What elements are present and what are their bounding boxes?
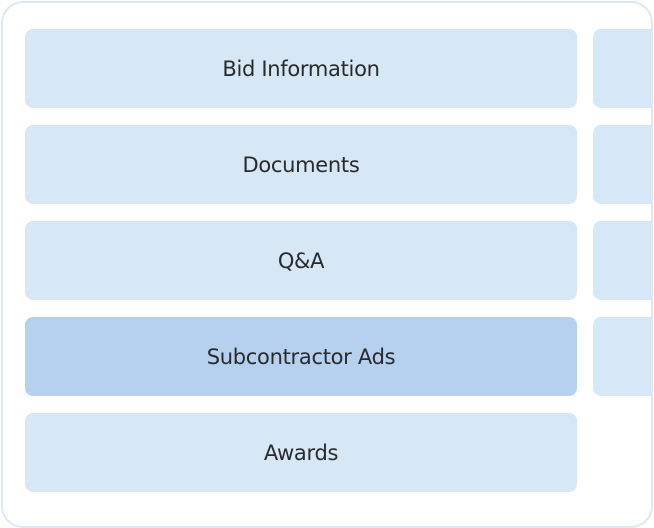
menu-item-bid-information[interactable]: Bid Information [25,29,577,108]
menu-item-documents[interactable]: Documents [25,125,577,204]
menu-item-label: Bid Information [222,56,380,81]
side-tile[interactable] [593,29,651,108]
menu-item-qa[interactable]: Q&A [25,221,577,300]
menu-item-subcontractor-ads[interactable]: Subcontractor Ads [25,317,577,396]
side-tile[interactable] [593,125,651,204]
menu-item-label: Documents [242,152,360,177]
menu-item-label: Q&A [277,248,325,273]
menu-item-label: Subcontractor Ads [206,344,396,369]
side-tile[interactable] [593,317,651,396]
side-tile[interactable] [593,221,651,300]
menu-item-label: Awards [263,440,339,465]
menu-item-awards[interactable]: Awards [25,413,577,492]
